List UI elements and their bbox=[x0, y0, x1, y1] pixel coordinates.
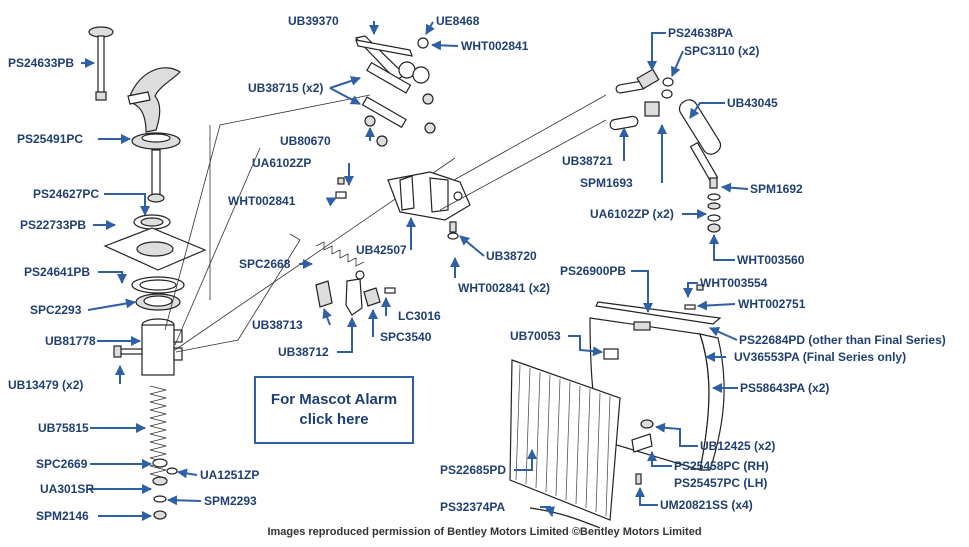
mascot-assembly-drawing bbox=[88, 26, 207, 520]
radiator-shell-drawing bbox=[509, 284, 725, 529]
label-wht002841-x2: WHT002841 (x2) bbox=[458, 281, 550, 295]
label-ub43045: UB43045 bbox=[727, 96, 778, 110]
label-spc2668: SPC2668 bbox=[239, 257, 291, 271]
label-ps24633pb: PS24633PB bbox=[8, 56, 74, 70]
label-ua1251zp: UA1251ZP bbox=[200, 468, 259, 482]
copyright-footer: Images reproduced permission of Bentley … bbox=[267, 526, 702, 538]
label-ps25491pc: PS25491PC bbox=[17, 132, 83, 146]
label-um20821ss: UM20821SS (x4) bbox=[660, 498, 753, 512]
part-labels: PS24633PB PS25491PC PS24627PC PS22733PB … bbox=[8, 14, 946, 523]
label-ub75815: UB75815 bbox=[38, 421, 89, 435]
label-ue8468: UE8468 bbox=[436, 14, 480, 28]
label-ub38715: UB38715 (x2) bbox=[248, 81, 323, 95]
label-ua6102zp-right: UA6102ZP (x2) bbox=[590, 207, 674, 221]
label-ps25457pc: PS25457PC (LH) bbox=[674, 476, 767, 490]
label-ub38712: UB38712 bbox=[278, 345, 329, 359]
label-ub42507: UB42507 bbox=[356, 243, 407, 257]
label-ub70053: UB70053 bbox=[510, 329, 561, 343]
label-spc2293: SPC2293 bbox=[30, 303, 82, 317]
label-ps22684pd: PS22684PD (other than Final Series) bbox=[739, 333, 946, 347]
callout-arrows bbox=[81, 21, 749, 521]
label-ps58643pa: PS58643PA (x2) bbox=[740, 381, 829, 395]
mascot-alarm-link-line1: For Mascot Alarm bbox=[270, 391, 398, 408]
label-ub81778: UB81778 bbox=[45, 334, 96, 348]
mascot-alarm-link-line2: click here bbox=[299, 411, 369, 428]
label-spm1692: SPM1692 bbox=[750, 182, 803, 196]
label-uv36553pa: UV36553PA (Final Series only) bbox=[734, 350, 906, 364]
label-ub80670: UB80670 bbox=[280, 134, 331, 148]
label-ub12425: UB12425 (x2) bbox=[700, 439, 775, 453]
label-ua6102zp-left: UA6102ZP bbox=[252, 156, 311, 170]
label-ps24638pa: PS24638PA bbox=[668, 26, 733, 40]
label-wht002751: WHT002751 bbox=[738, 297, 806, 311]
label-ps32374pa: PS32374PA bbox=[440, 500, 505, 514]
label-ps24627pc: PS24627PC bbox=[33, 187, 99, 201]
label-spc2669: SPC2669 bbox=[36, 457, 88, 471]
label-ub39370: UB39370 bbox=[288, 14, 339, 28]
label-ub38721: UB38721 bbox=[562, 154, 613, 168]
label-spc3110: SPC3110 (x2) bbox=[684, 44, 759, 58]
label-ps26900pb: PS26900PB bbox=[560, 264, 626, 278]
label-wht003560: WHT003560 bbox=[737, 253, 805, 267]
label-ub13479: UB13479 (x2) bbox=[8, 378, 83, 392]
label-wht002841-left: WHT002841 bbox=[228, 194, 296, 208]
linkage-drawing bbox=[289, 35, 471, 316]
mascot-alarm-link[interactable]: For Mascot Alarm click here bbox=[254, 376, 414, 444]
label-ps22685pd: PS22685PD bbox=[440, 463, 506, 477]
label-ub38720: UB38720 bbox=[486, 249, 537, 263]
label-spm2293: SPM2293 bbox=[204, 494, 257, 508]
label-ps25458pc: PS25458PC (RH) bbox=[674, 459, 769, 473]
label-spm2146: SPM2146 bbox=[36, 509, 89, 523]
label-spc3540: SPC3540 bbox=[380, 330, 432, 344]
label-ps22733pb: PS22733PB bbox=[20, 218, 86, 232]
label-ua301sr: UA301SR bbox=[40, 482, 94, 496]
label-wht002841-top: WHT002841 bbox=[461, 39, 529, 53]
label-ub38713: UB38713 bbox=[252, 318, 303, 332]
label-ps24641pb: PS24641PB bbox=[24, 265, 90, 279]
label-lc3016: LC3016 bbox=[398, 309, 441, 323]
label-spm1693: SPM1693 bbox=[580, 176, 633, 190]
label-wht003554: WHT003554 bbox=[700, 276, 768, 290]
